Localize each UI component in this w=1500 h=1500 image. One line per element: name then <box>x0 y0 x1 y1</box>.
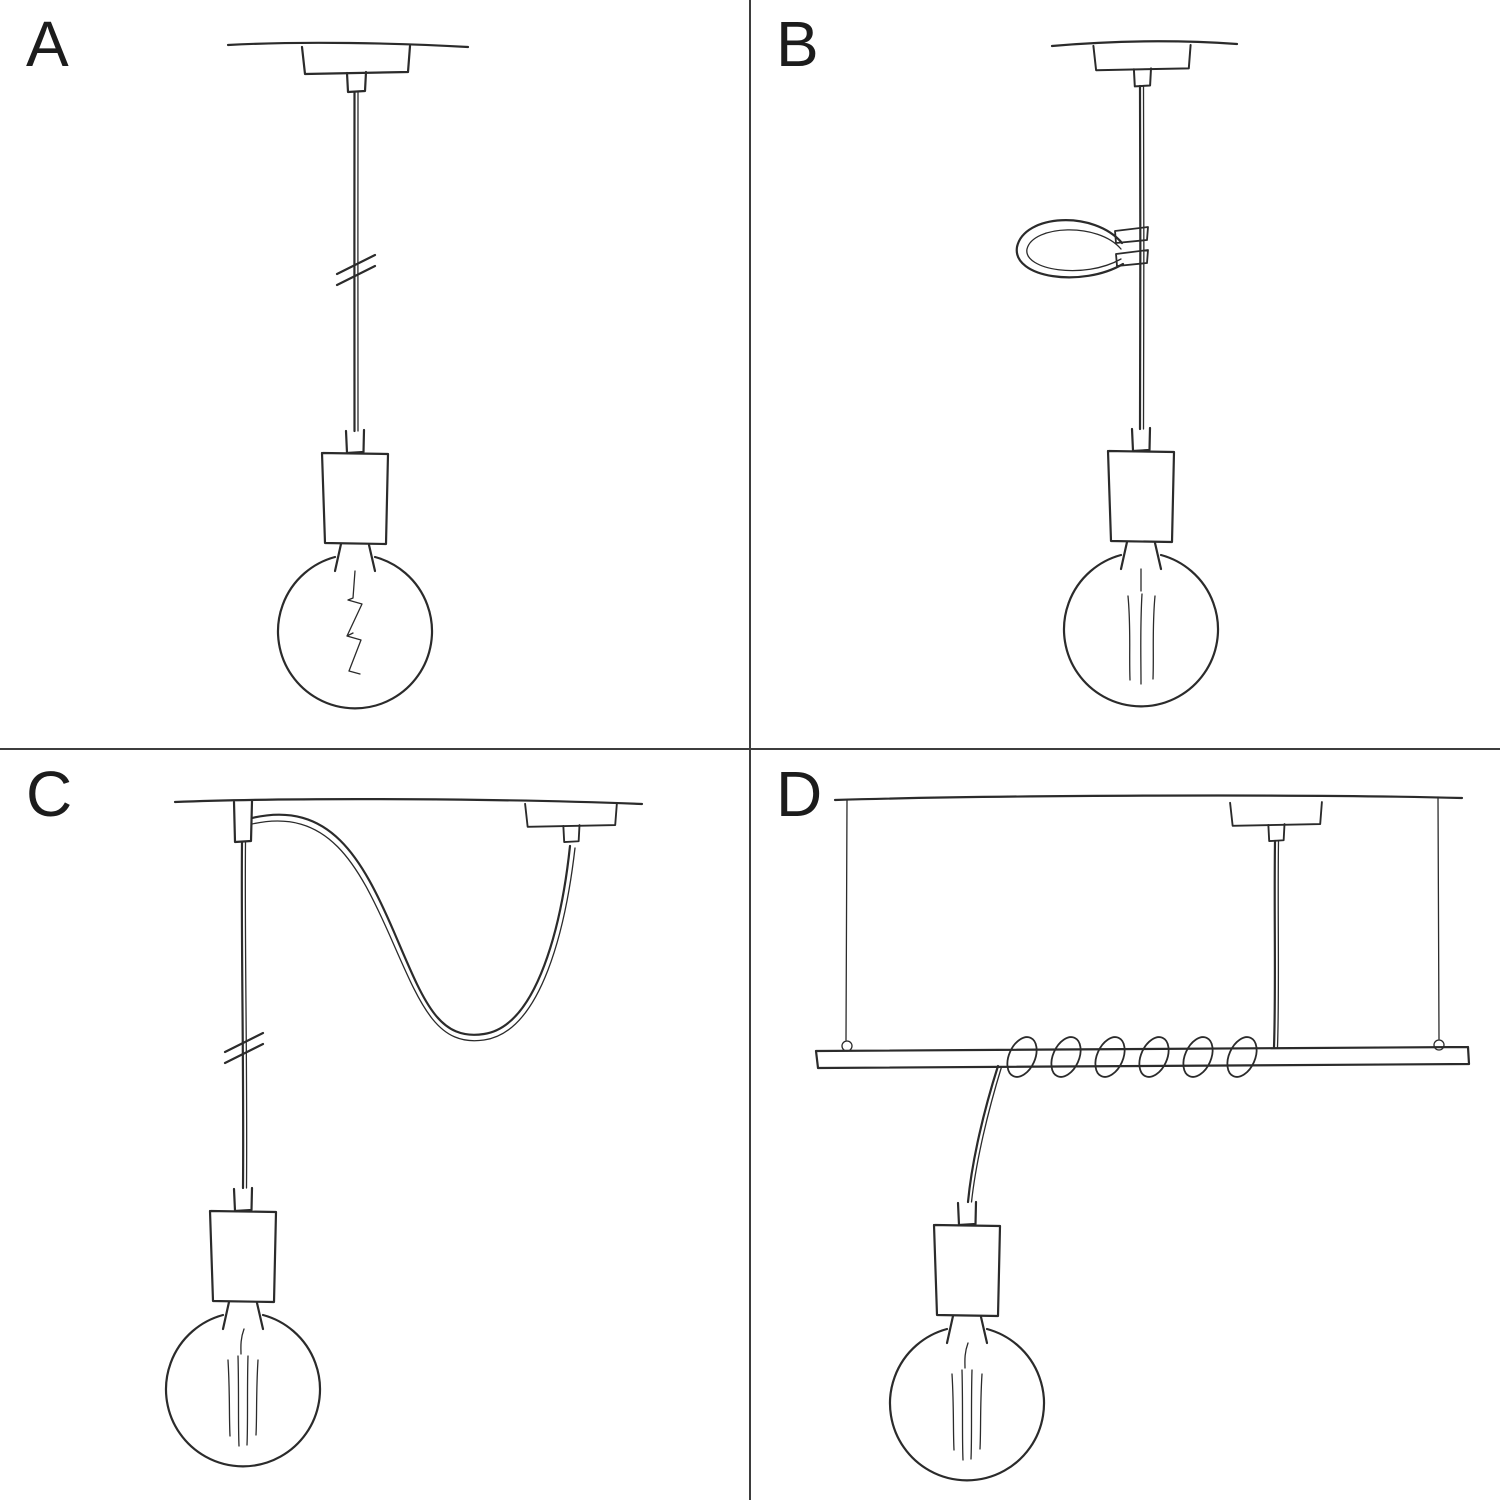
suspension-wire-right <box>1433 796 1445 1051</box>
divider-horizontal <box>0 748 1500 750</box>
ceiling-rose <box>1229 801 1323 843</box>
panel-a: A <box>0 0 750 750</box>
lamp <box>1062 426 1220 708</box>
lamp <box>164 1186 322 1468</box>
panel-c: C <box>0 750 750 1500</box>
ceiling-rose <box>300 44 412 94</box>
ceiling-line <box>226 41 470 49</box>
panel-b: B <box>750 0 1500 750</box>
pendant-cable-upper <box>1272 839 1280 1049</box>
ceiling-rose <box>524 802 618 844</box>
bulb-filament <box>951 1342 983 1461</box>
bulb-filament <box>227 1328 259 1447</box>
lamp-holder <box>208 1186 278 1331</box>
ceiling-hook-sleeve <box>232 799 254 844</box>
pendant-cable-lower <box>966 1064 1003 1204</box>
ceiling-line <box>1050 40 1239 48</box>
lamp-holder <box>932 1200 1002 1345</box>
pendant-suspended-bar-coiled-cable-sketch <box>814 794 1471 1482</box>
bulb-filament <box>1127 568 1156 685</box>
pendant-cable-loop-clip-sketch <box>1015 40 1239 708</box>
panel-label-b: B <box>776 8 820 80</box>
ceiling-rose <box>1092 44 1192 88</box>
pendant-straight-cable-sketch <box>226 41 470 710</box>
bulb-globe <box>164 1313 322 1468</box>
pendant-cable <box>240 840 248 1190</box>
pendant-swag-two-ceiling-points-sketch <box>164 798 644 1468</box>
cable-length-marks <box>335 253 377 287</box>
bulb-filament <box>346 570 363 675</box>
lamp-holder <box>1106 426 1176 571</box>
lamp <box>888 1200 1046 1482</box>
swag-cable <box>250 813 576 1042</box>
pendant-cable <box>353 90 359 433</box>
suspension-wire-left <box>841 799 853 1052</box>
bulb-globe <box>888 1327 1046 1482</box>
panel-d: D <box>750 750 1500 1500</box>
cable-length-marks <box>223 1031 265 1065</box>
divider-vertical <box>749 0 751 1500</box>
cable-loop <box>1015 219 1125 279</box>
panel-label-c: C <box>26 758 74 830</box>
panel-label-d: D <box>776 758 824 830</box>
lamp <box>276 428 434 710</box>
panel-label-a: A <box>26 8 70 80</box>
pendant-cable <box>1138 84 1145 431</box>
lamp-holder <box>320 428 390 573</box>
loop-clip <box>1114 226 1149 267</box>
wooden-bar <box>814 1045 1471 1070</box>
coiled-cable <box>1006 1036 1258 1078</box>
ceiling-line <box>833 794 1464 802</box>
ceiling-line <box>173 798 644 806</box>
